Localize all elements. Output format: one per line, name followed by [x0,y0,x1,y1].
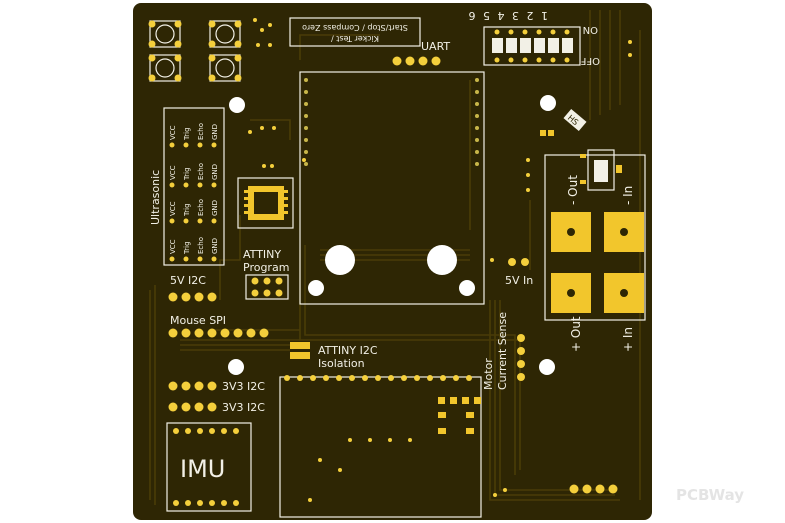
vias [248,18,632,502]
ultrasonic-pin-pad [169,182,175,188]
three-v3-i2c-header-b [168,402,217,412]
ultrasonic-pin-pad [211,218,217,224]
ultrasonic-pin-pad [169,142,175,148]
ultrasonic-pin-label-echo: Echo [197,237,205,254]
kicker-note-line2: Start/Stop / Compass Zero [302,23,408,32]
mcu-module [299,71,485,305]
current-sense-parts [438,397,481,434]
attiny-i2c-label-2: Isolation [318,357,365,370]
minus-in-label: - In [621,186,635,205]
ultrasonic-pin-pad [169,218,175,224]
dip-switch-numbers: 1 2 3 4 5 6 [467,9,548,22]
kicker-note: Kicker Test / Start/Stop / Compass Zero [289,17,421,47]
ultrasonic-pin-pad [197,256,203,262]
dip-switch-off-label: OFF [580,55,600,66]
kicker-note-line1: Kicker Test / [331,34,379,43]
ultrasonic-pin-label-vcc: VCC [169,125,177,140]
ultrasonic-pin-label-vcc: VCC [169,201,177,216]
three-v3-i2c-header-a [168,381,217,391]
ultrasonic-pin-label-trig: Trig [183,241,191,255]
ultrasonic-pin-label-trig: Trig [183,127,191,141]
ultrasonic-pin-label-gnd: GND [211,200,219,216]
ultrasonic-pin-pad [197,142,203,148]
five-v-in-label: 5V In [505,274,533,287]
attiny-i2c-label-1: ATTINY I2C [318,344,378,357]
five-v-i2c-label: 5V I2C [170,274,206,287]
ultrasonic-pin-label-vcc: VCC [169,165,177,180]
imu-module: IMU [166,422,252,512]
attiny-i2c-jumper [290,342,310,359]
minus-out-label: - Out [566,175,580,205]
ultrasonic-pin-label-vcc: VCC [169,239,177,254]
attiny-program-label-1: ATTINY [243,248,281,261]
mounting-hole [539,359,555,375]
plus-out-label: + Out [569,316,583,352]
mounting-hole [540,95,556,111]
mouse-spi-header [168,328,269,338]
ultrasonic-pin-label-echo: Echo [197,163,205,180]
dip-switch-on-label: ON [583,24,598,35]
ultrasonic-pin-label-gnd: GND [211,238,219,254]
current-sense-label: Current Sense [496,312,509,390]
ultrasonic-pin-pad [183,142,189,148]
motor-label: Motor [482,358,495,390]
mounting-hole [228,359,244,375]
ultrasonic-pin-label-trig: Trig [183,203,191,217]
ultrasonic-pin-pad [211,142,217,148]
ultrasonic-pin-label-echo: Echo [197,123,205,140]
pcb-substrate [133,3,652,520]
ultrasonic-pin-label-trig: Trig [183,167,191,181]
three-v3-i2c-label-a: 3V3 I2C [222,380,265,393]
uart-label: UART [421,40,450,53]
attiny-program-header [245,274,289,300]
ultrasonic-pin-label-gnd: GND [211,164,219,180]
smd-pad [548,130,554,136]
ultrasonic-pin-pad [197,182,203,188]
ultrasonic-pin-pad [211,182,217,188]
mounting-hole [229,97,245,113]
ultrasonic-pin-pad [183,182,189,188]
bottom-right-header [569,484,618,494]
pcbway-watermark: PCBWay [676,486,744,504]
push-buttons [148,20,242,82]
ultrasonic-pin-pad [183,256,189,262]
three-v3-i2c-label-b: 3V3 I2C [222,401,265,414]
uart-header: UART [392,40,450,66]
five-v-i2c-header [168,292,217,302]
attiny-chip [237,177,294,229]
smd-pad [540,130,546,136]
ultrasonic-pin-label-gnd: GND [211,124,219,140]
bottom-module [279,375,482,518]
mouse-spi-label: Mouse SPI [170,314,226,327]
ultrasonic-pin-pad [197,218,203,224]
ultrasonic-pin-pad [169,256,175,262]
current-sense-header [517,334,525,381]
ultrasonic-pin-pad [211,256,217,262]
five-v-in-header [508,258,529,266]
imu-label: IMU [180,455,225,483]
plus-in-label: + In [621,327,635,352]
power-section [544,149,646,321]
attiny-program-label-2: Program [243,261,289,274]
dip-switch: 1 2 3 4 5 6 ON OFF [467,9,600,66]
ultrasonic-pin-label-echo: Echo [197,199,205,216]
ultrasonic-label: Ultrasonic [149,170,162,225]
ultrasonic-pin-pad [183,218,189,224]
